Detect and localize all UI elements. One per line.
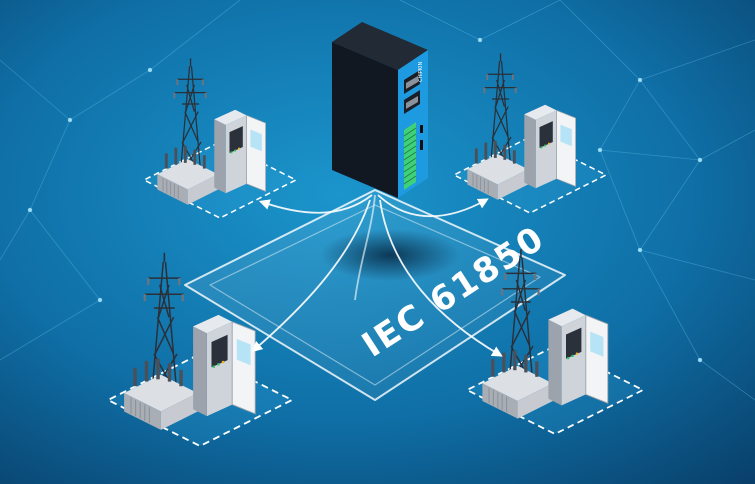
network-platform-inner: [209, 204, 541, 386]
arrow-to-bottom-left: [251, 199, 371, 353]
network-mesh-pattern: [0, 0, 755, 401]
arrow-to-top-left: [258, 194, 373, 214]
network-platform: [184, 189, 566, 401]
arrow-bundle-center: [354, 194, 376, 301]
arrow-to-bottom-right: [379, 199, 503, 357]
gateway-brand-label: CHIPKIN: [418, 62, 424, 82]
gateway-shadow: [320, 229, 460, 281]
arrow-to-top-right: [377, 194, 489, 218]
connection-arrows: [251, 194, 503, 357]
industrial-gateway-icon: CHIPKIN: [332, 22, 428, 198]
